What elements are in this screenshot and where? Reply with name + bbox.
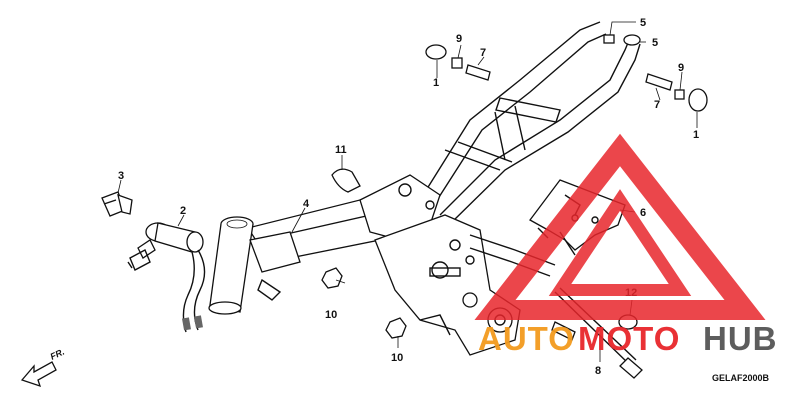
autmotohub-watermark: AUTO MOTO HUB <box>474 133 778 357</box>
head-pipe <box>208 216 301 315</box>
callout-7-left: 7 <box>480 47 486 59</box>
ignition-switch <box>127 222 206 333</box>
upper-fasteners-left <box>425 44 491 81</box>
nuts <box>321 267 407 339</box>
callout-5-mid: 5 <box>652 37 658 49</box>
callout-7-right: 7 <box>654 99 660 111</box>
callout-5-top: 5 <box>640 17 646 29</box>
callout-11: 11 <box>335 144 347 156</box>
watermark-auto: AUTO <box>478 320 575 357</box>
callout-1-left: 1 <box>433 77 439 89</box>
watermark-hub: HUB <box>703 320 778 357</box>
callout-8: 8 <box>595 365 601 377</box>
callout-10-lower: 10 <box>391 352 403 364</box>
callout-9-left: 9 <box>456 33 462 45</box>
callout-2: 2 <box>180 205 186 217</box>
callout-9-right: 9 <box>678 62 684 74</box>
direction-label: FR. <box>49 347 66 362</box>
callout-10-upper: 10 <box>325 309 337 321</box>
callout-1-right: 1 <box>693 129 699 141</box>
wire-clip <box>331 168 361 193</box>
upper-fasteners-right <box>603 34 708 112</box>
callout-3: 3 <box>118 170 124 182</box>
triangle-logo-icon <box>474 133 766 320</box>
arrow-left-icon <box>20 361 57 388</box>
diagram-code: GELAF2000B <box>712 373 770 383</box>
watermark-moto: MOTO <box>578 320 680 357</box>
callout-4: 4 <box>303 198 310 210</box>
callout-6: 6 <box>640 207 646 219</box>
front-direction-indicator: FR. <box>20 347 66 388</box>
key-cap <box>101 191 133 217</box>
